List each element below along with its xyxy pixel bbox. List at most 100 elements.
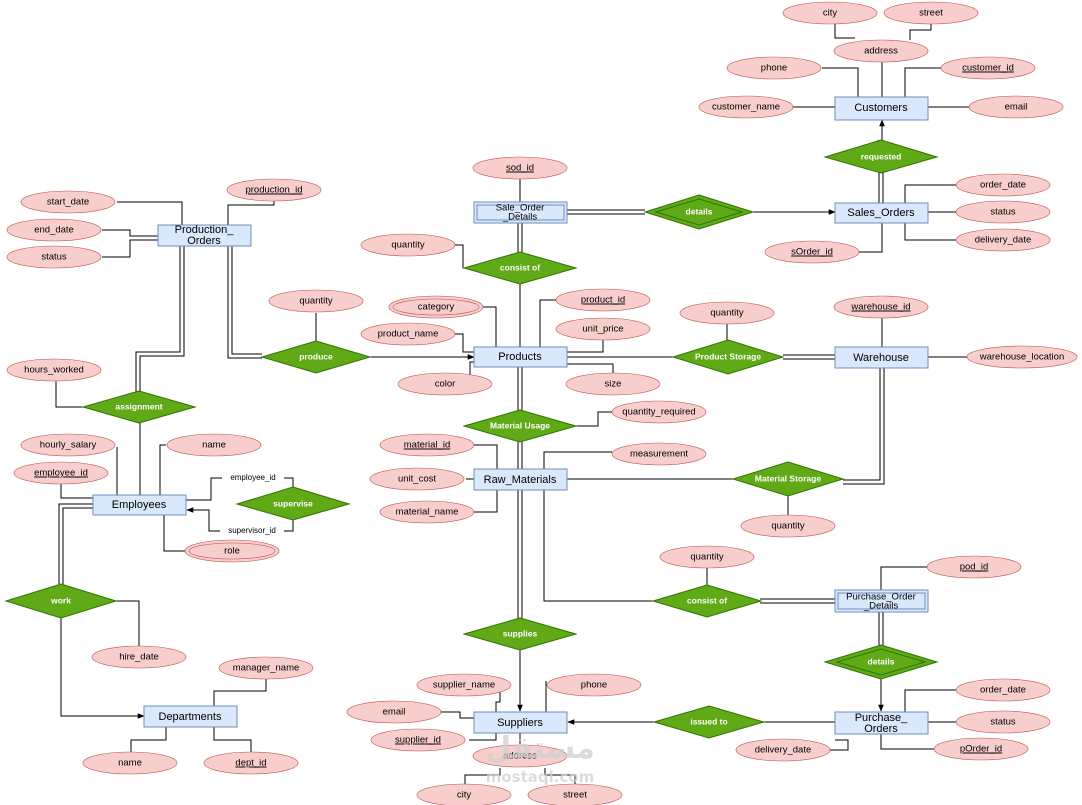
attr-supplier-id: supplier_id bbox=[370, 728, 466, 752]
attr-sorder-id-label: sOrder_id bbox=[791, 247, 833, 258]
entity-sale-order-details-line2: _Details bbox=[502, 212, 538, 223]
attr-quantity-required: quantity_required bbox=[611, 400, 707, 424]
attr-dept-id: dept_id bbox=[203, 751, 299, 775]
entity-production-orders-line2: Orders bbox=[187, 235, 221, 247]
attr-role: role bbox=[184, 539, 280, 563]
attr-product-id-label: product_id bbox=[581, 295, 625, 306]
attr-role-label: role bbox=[224, 546, 240, 557]
attr-material-id: material_id bbox=[379, 433, 475, 457]
rel-supplies-label: supplies bbox=[503, 628, 538, 638]
rel-requested: requested bbox=[823, 139, 939, 174]
attr-employee-id: employee_id bbox=[13, 461, 109, 485]
entity-purchase-orders: Purchase_ Orders bbox=[834, 711, 929, 735]
rel-supervise-label: supervise bbox=[273, 498, 313, 508]
entity-suppliers-label: Suppliers bbox=[497, 717, 543, 729]
rel-material-storage: Material Storage bbox=[731, 461, 845, 497]
attr-porder-id-label: pOrder_id bbox=[960, 744, 1002, 755]
attr-city-supplier-label: city bbox=[457, 790, 472, 801]
attr-porder-id: pOrder_id bbox=[933, 737, 1029, 761]
attr-quantity-pod: quantity bbox=[659, 545, 755, 569]
attr-address-supplier: address bbox=[472, 744, 568, 768]
attr-quantity-sod: quantity bbox=[360, 233, 456, 257]
rel-product-storage-label: Product Storage bbox=[695, 351, 761, 361]
attr-production-id-label: production_id bbox=[245, 185, 302, 196]
rel-produce: produce bbox=[260, 340, 372, 374]
entity-employees: Employees bbox=[92, 494, 187, 516]
entity-products: Products bbox=[473, 346, 568, 368]
attr-email-customers: email bbox=[968, 95, 1064, 119]
attr-quantity-sod-label: quantity bbox=[391, 240, 425, 251]
attr-status-sales-label: status bbox=[990, 207, 1016, 218]
attr-quantity-matstorage-label: quantity bbox=[771, 521, 805, 532]
attr-status-production: status bbox=[6, 245, 102, 269]
attr-hire-date-label: hire_date bbox=[119, 652, 159, 663]
rel-consist-of-purchase-label: consist of bbox=[687, 595, 727, 605]
attr-status-sales: status bbox=[955, 200, 1051, 224]
attr-email-customers-label: email bbox=[1005, 102, 1028, 113]
attr-unit-cost-label: unit_cost bbox=[398, 474, 436, 485]
rel-details-sales-label: details bbox=[686, 206, 713, 216]
attr-quantity-produce: quantity bbox=[268, 289, 364, 313]
attr-street-customers-label: street bbox=[919, 8, 943, 19]
entity-purchase-order-details-line1: Purchase_Order bbox=[846, 592, 916, 603]
attr-delivery-date-sales-label: delivery_date bbox=[975, 235, 1032, 246]
attr-city-customers: city bbox=[782, 1, 878, 25]
attr-city-customers-label: city bbox=[823, 8, 838, 19]
rel-consist-of-sales: consist of bbox=[462, 251, 578, 285]
rel-material-storage-label: Material Storage bbox=[755, 473, 821, 483]
watermark: مستقل mostaql.com bbox=[485, 731, 595, 786]
attr-color-label: color bbox=[435, 379, 456, 390]
rel-material-usage: Material Usage bbox=[462, 409, 578, 443]
attr-email-supplier: email bbox=[346, 700, 442, 724]
attr-warehouse-id: warehouse_id bbox=[833, 295, 929, 319]
attr-customer-name: customer_name bbox=[698, 95, 794, 119]
attr-measurement-label: measurement bbox=[630, 449, 688, 460]
attr-name-employee-label: name bbox=[202, 440, 226, 451]
entity-sales-orders-label: Sales_Orders bbox=[847, 207, 915, 219]
connectors bbox=[55, 13, 970, 787]
attr-phone-customers: phone bbox=[726, 56, 822, 80]
entity-purchase-order-details-line2: _Details bbox=[863, 601, 899, 612]
rel-details-purchase-label: details bbox=[868, 656, 895, 666]
attr-address-customers: address bbox=[833, 39, 929, 63]
rel-produce-label: produce bbox=[299, 351, 333, 361]
rel-assignment-label: assignment bbox=[115, 401, 162, 411]
attr-hire-date: hire_date bbox=[91, 645, 187, 669]
attr-delivery-date-purchase: delivery_date bbox=[735, 738, 831, 762]
attr-address-customers-label: address bbox=[864, 46, 898, 57]
attr-phone-customers-label: phone bbox=[761, 63, 787, 74]
attr-hourly-salary-label: hourly_salary bbox=[40, 440, 97, 451]
attr-start-date-label: start_date bbox=[47, 197, 89, 208]
attr-material-id-label: material_id bbox=[404, 440, 450, 451]
entity-products-label: Products bbox=[498, 351, 542, 363]
rel-supervise: supervise bbox=[235, 486, 351, 521]
attr-production-id: production_id bbox=[226, 178, 322, 202]
attr-status-purchase: status bbox=[955, 710, 1051, 734]
attr-material-name: material_name bbox=[379, 500, 475, 524]
attr-quantity-pod-label: quantity bbox=[690, 552, 724, 563]
rel-assignment: assignment bbox=[81, 390, 197, 424]
attr-supplier-name-label: supplier_name bbox=[433, 680, 495, 691]
entity-production-orders: Production_ Orders bbox=[157, 224, 252, 247]
attr-sod-id: sod_id bbox=[472, 156, 568, 180]
attr-supplier-id-label: supplier_id bbox=[395, 735, 441, 746]
entity-purchase-orders-line2: Orders bbox=[864, 723, 898, 735]
rel-work: work bbox=[4, 583, 118, 619]
attr-product-name-label: product_name bbox=[378, 329, 439, 340]
rel-material-usage-label: Material Usage bbox=[490, 420, 550, 430]
attr-street-supplier: street bbox=[527, 783, 623, 805]
entity-raw-materials: Raw_Materials bbox=[473, 468, 568, 491]
entity-production-orders-line1: Production_ bbox=[175, 224, 235, 236]
attr-delivery-date-purchase-label: delivery_date bbox=[755, 745, 812, 756]
attr-status-purchase-label: status bbox=[990, 717, 1016, 728]
attr-material-name-label: material_name bbox=[396, 507, 459, 518]
attr-order-date-purchase: order_date bbox=[955, 678, 1051, 702]
attr-end-date: end_date bbox=[6, 218, 102, 242]
attr-size-label: size bbox=[605, 379, 622, 390]
watermark-url: mostaql.com bbox=[486, 768, 595, 786]
attr-street-customers: street bbox=[883, 1, 979, 25]
attr-dept-id-label: dept_id bbox=[235, 758, 266, 769]
attr-warehouse-location: warehouse_location bbox=[966, 345, 1078, 369]
entity-sale-order-details: Sale_Order _Details bbox=[473, 201, 568, 224]
rel-supplies: supplies bbox=[462, 617, 578, 651]
